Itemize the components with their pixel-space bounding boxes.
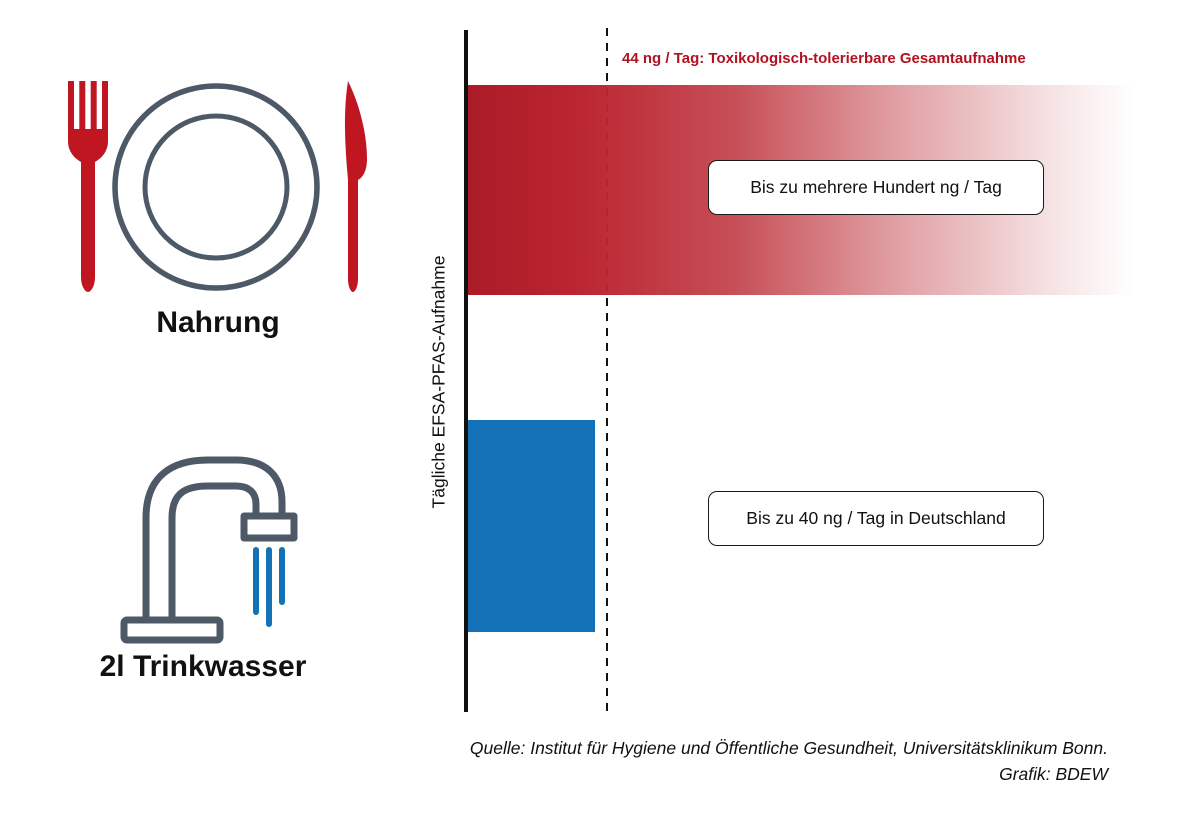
tap-nozzle [240, 512, 298, 542]
credit-line: Grafik: BDEW [999, 764, 1108, 784]
y-axis-line [464, 30, 468, 712]
bar-trinkwasser [468, 420, 595, 632]
plate-icon [112, 83, 320, 291]
food-cutlery-plate-icon [68, 81, 367, 292]
annotation-nahrung: Bis zu mehrere Hundert ng / Tag [708, 160, 1044, 215]
threshold-label: 44 ng / Tag: Toxikologisch-tolerierbare … [622, 50, 1026, 67]
water-stream-icon [253, 547, 285, 627]
water-label: 2l Trinkwasser [99, 650, 307, 683]
tap-base [120, 616, 224, 644]
water-tap-icon [120, 456, 298, 644]
knife-icon [344, 81, 367, 292]
source-line: Quelle: Institut für Hygiene und Öffentl… [469, 738, 1108, 758]
tap-body [142, 456, 286, 624]
annotation-trinkwasser: Bis zu 40 ng / Tag in Deutschland [708, 491, 1044, 546]
y-axis-label: Tägliche EFSA-PFAS-Aufnahme [428, 255, 449, 509]
threshold-dashed-line [606, 28, 608, 712]
food-label: Nahrung [156, 306, 280, 339]
source-credit: Quelle: Institut für Hygiene und Öffentl… [470, 735, 1108, 787]
fork-icon [68, 81, 108, 292]
